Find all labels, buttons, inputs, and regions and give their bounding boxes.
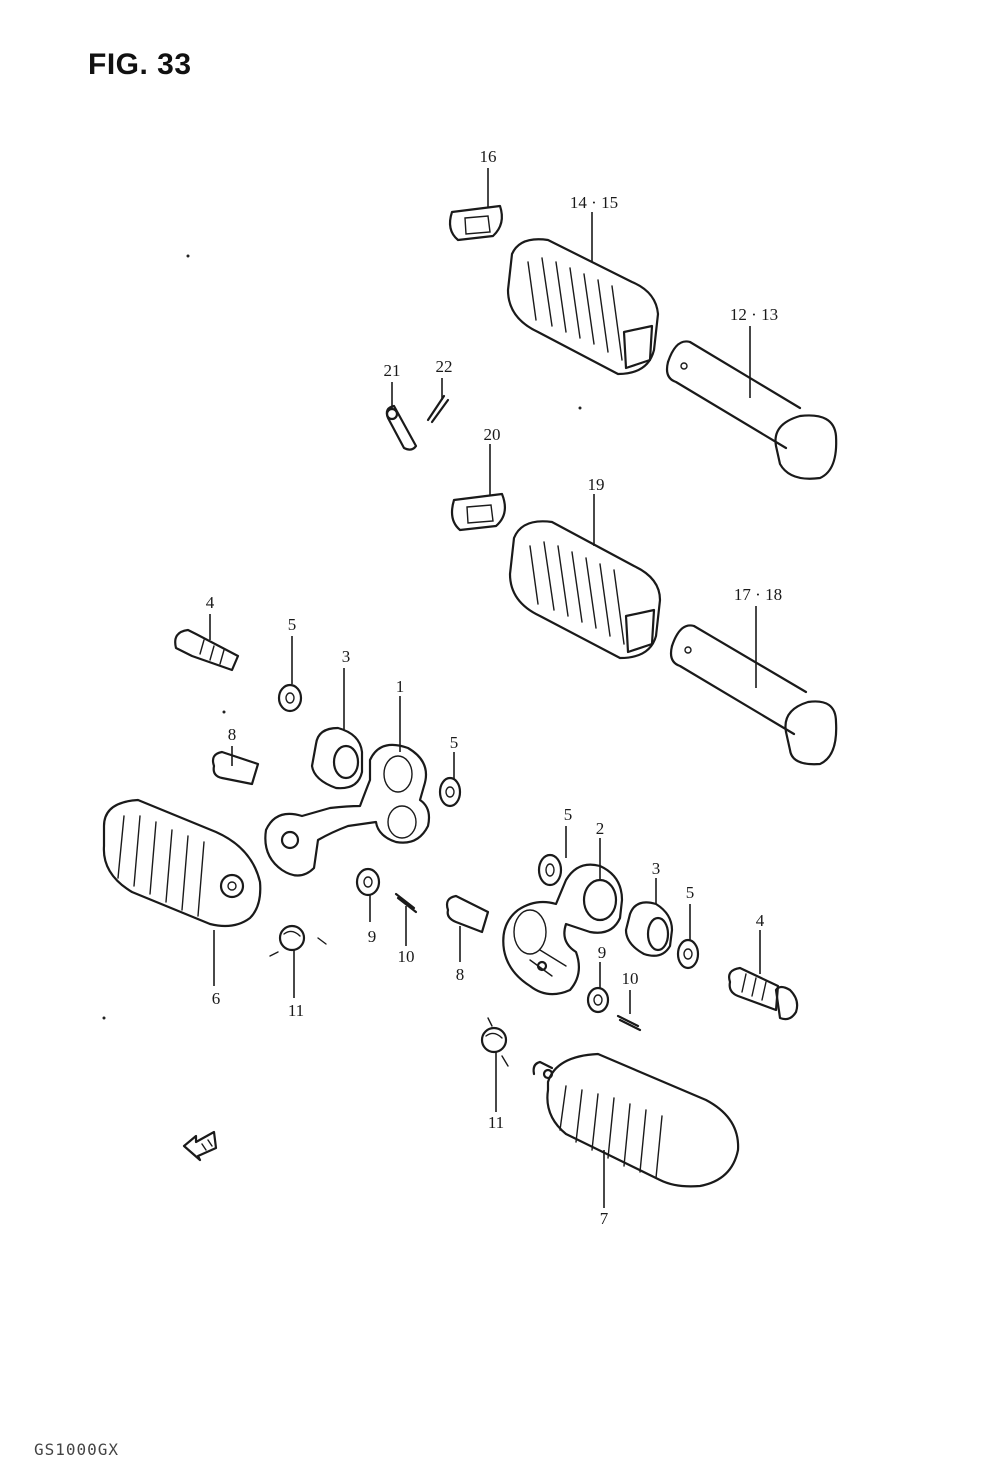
figure-title: FIG. 33 bbox=[88, 48, 192, 81]
washer-5-right-b bbox=[676, 938, 700, 970]
callout-4-left: 4 bbox=[206, 593, 215, 612]
footrest-shaft-17-18 bbox=[669, 624, 838, 766]
bushing-3-right bbox=[624, 901, 674, 957]
gasket-16 bbox=[448, 204, 503, 242]
footrest-shaft-12-13 bbox=[665, 340, 838, 480]
footrest-rubber-14-15 bbox=[506, 238, 660, 376]
callout-6: 6 bbox=[212, 989, 221, 1008]
gasket-20 bbox=[450, 492, 507, 532]
bolt-4-right bbox=[728, 966, 799, 1021]
callout-1: 1 bbox=[396, 677, 405, 696]
footrest-rubber-19 bbox=[508, 520, 662, 660]
callout-8-left: 8 bbox=[228, 725, 237, 744]
model-code: GS1000GX bbox=[34, 1440, 120, 1459]
print-speck bbox=[222, 710, 226, 714]
washer-9-left bbox=[355, 867, 381, 897]
callout-5-right-a: 5 bbox=[564, 805, 573, 824]
pin-8-right bbox=[445, 894, 490, 934]
callout-10-right: 10 bbox=[622, 969, 639, 988]
front-direction-arrow-icon bbox=[182, 1130, 218, 1162]
callout-7: 7 bbox=[600, 1209, 609, 1228]
cotter-pin-22 bbox=[426, 394, 450, 424]
footrest-bracket-1 bbox=[264, 743, 431, 877]
spring-11-left bbox=[269, 924, 327, 957]
cotter-pin-10-left bbox=[394, 892, 418, 914]
callout-20: 20 bbox=[484, 425, 501, 444]
washer-5-right-a bbox=[537, 853, 563, 887]
callout-17-18: 17 · 18 bbox=[734, 585, 782, 604]
callout-9-right: 9 bbox=[598, 943, 607, 962]
callout-22: 22 bbox=[436, 357, 453, 376]
callout-11-left: 11 bbox=[288, 1001, 304, 1020]
print-speck bbox=[186, 254, 190, 258]
callout-5-left-b: 5 bbox=[450, 733, 459, 752]
callout-14-15: 14 · 15 bbox=[570, 193, 618, 212]
footrest-rubber-6 bbox=[102, 798, 262, 928]
pin-8-left bbox=[211, 750, 260, 786]
cotter-pin-10-right bbox=[616, 1014, 642, 1032]
print-speck bbox=[102, 1016, 106, 1020]
callout-4-right: 4 bbox=[756, 911, 765, 930]
callout-3-left: 3 bbox=[342, 647, 351, 666]
bolt-4-left bbox=[174, 628, 240, 672]
callout-12-13: 12 · 13 bbox=[730, 305, 778, 324]
spring-11-right bbox=[480, 1017, 509, 1067]
washer-9-right bbox=[586, 986, 610, 1014]
callout-19: 19 bbox=[588, 475, 605, 494]
clevis-pin-21 bbox=[385, 404, 418, 451]
callout-8-right: 8 bbox=[456, 965, 465, 984]
washer-5-left-b bbox=[438, 776, 462, 808]
callout-16: 16 bbox=[480, 147, 497, 166]
callout-5-right-b: 5 bbox=[686, 883, 695, 902]
callout-2: 2 bbox=[596, 819, 605, 838]
callout-21: 21 bbox=[384, 361, 401, 380]
footrest-bracket-2 bbox=[502, 863, 624, 996]
print-speck bbox=[578, 406, 582, 410]
footrest-rubber-7 bbox=[532, 1052, 740, 1188]
bushing-3-left bbox=[310, 726, 364, 790]
callout-11-right: 11 bbox=[488, 1113, 504, 1132]
callout-3-right: 3 bbox=[652, 859, 661, 878]
washer-5-left-a bbox=[277, 683, 303, 713]
callout-9-left: 9 bbox=[368, 927, 377, 946]
callout-5-left-a: 5 bbox=[288, 615, 297, 634]
callout-10-left: 10 bbox=[398, 947, 415, 966]
